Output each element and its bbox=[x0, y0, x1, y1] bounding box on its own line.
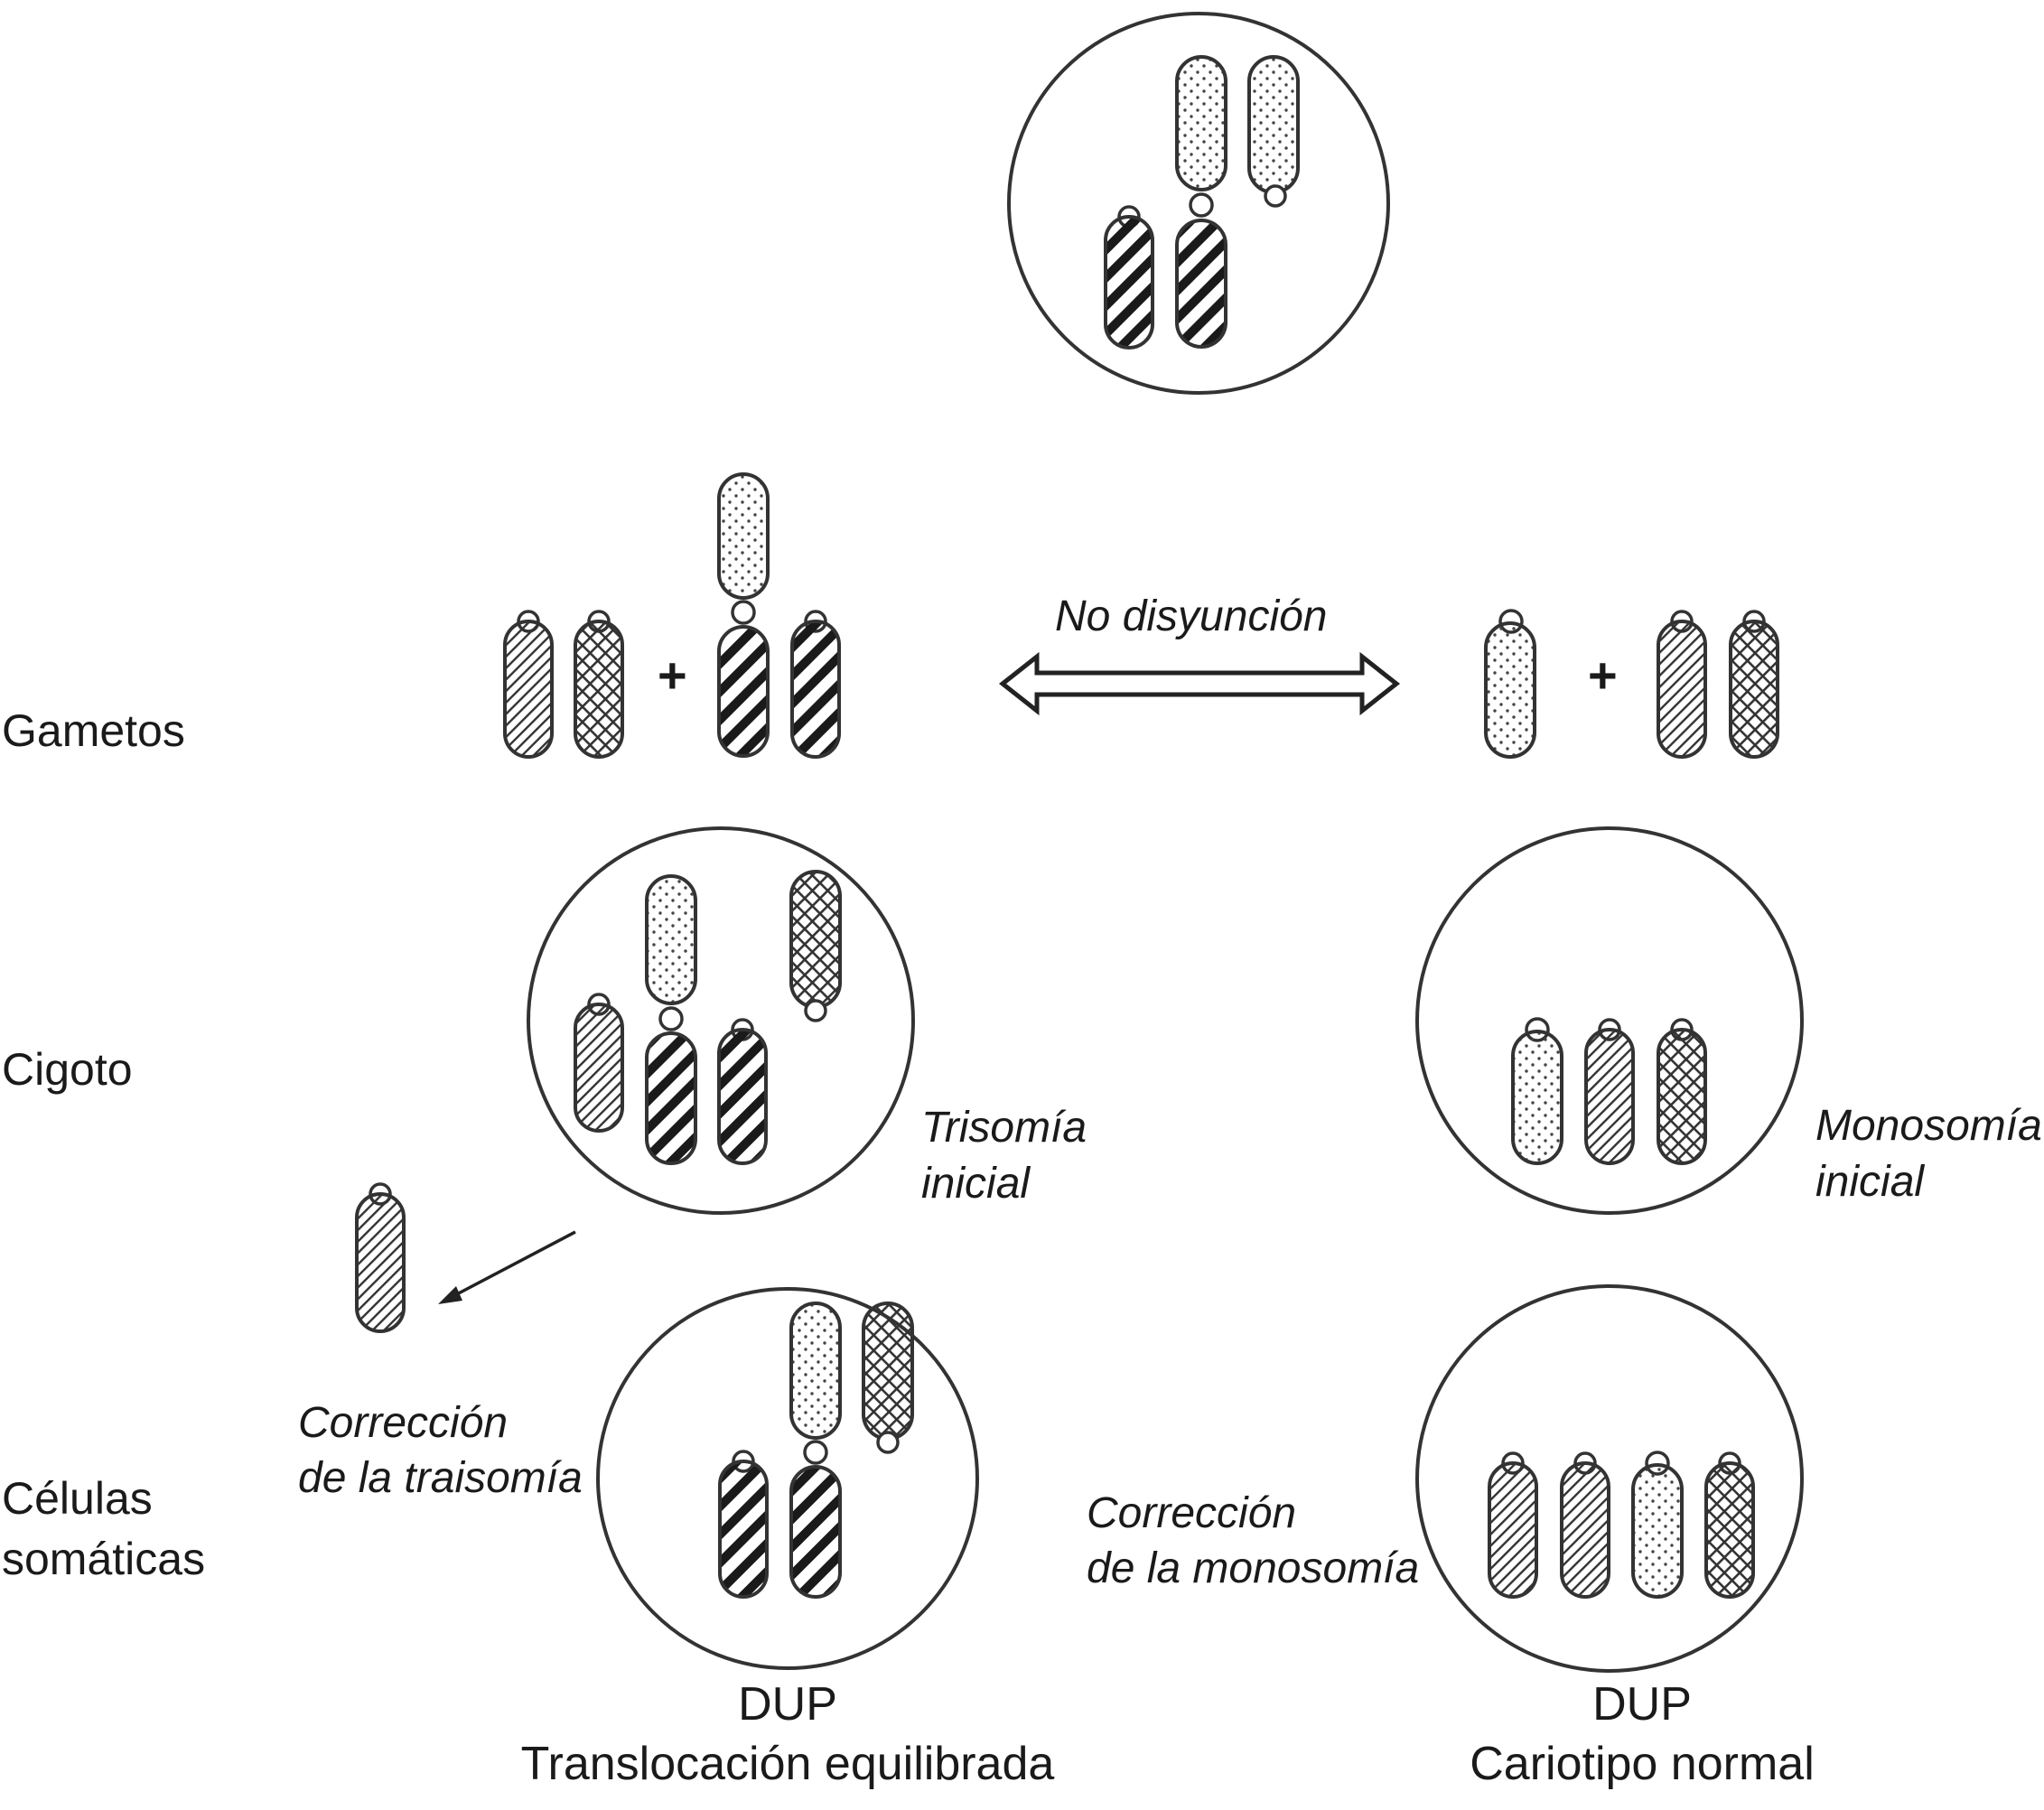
monosomy-correction-label-1: Corrección bbox=[1087, 1489, 1297, 1537]
trisomy-correction-label-2: de la traisomía bbox=[298, 1454, 583, 1502]
double-arrow bbox=[998, 651, 1401, 716]
zygote-cell-left bbox=[527, 826, 915, 1215]
trisomy-label-1: Trisomía bbox=[921, 1104, 1087, 1152]
result-left-title: DUP bbox=[738, 1678, 837, 1731]
somatic-left-chromosomes bbox=[718, 1302, 914, 1599]
translocation-chromosome bbox=[1175, 55, 1227, 349]
somatic-cell-left bbox=[596, 1287, 979, 1670]
dotted-chromosome bbox=[1247, 55, 1300, 208]
plus-sign-left: + bbox=[658, 647, 687, 704]
nondisjunction-label: No disyunción bbox=[1055, 592, 1328, 640]
zygote-right-chromosomes bbox=[1511, 1017, 1707, 1165]
striped-chromosome bbox=[1104, 205, 1154, 350]
plus-sign-right: + bbox=[1588, 647, 1618, 704]
somatic-right-chromosomes bbox=[1488, 1451, 1755, 1599]
parent-cell bbox=[1007, 12, 1390, 395]
row-label-somatic-2: somáticas bbox=[2, 1534, 206, 1584]
zygote-left-chromosomes bbox=[574, 870, 842, 1165]
gamete-right bbox=[1484, 609, 1779, 759]
gamete-left bbox=[503, 472, 841, 759]
somatic-cell-right bbox=[1415, 1284, 1804, 1673]
monosomy-correction-label-2: de la monosomía bbox=[1087, 1544, 1420, 1592]
result-right-title: DUP bbox=[1592, 1678, 1692, 1731]
monosomy-label-2: inicial bbox=[1815, 1158, 1925, 1206]
expelled-chromosome bbox=[355, 1182, 406, 1333]
row-label-zygote: Cigoto bbox=[2, 1044, 133, 1095]
expulsion-arrow bbox=[438, 1230, 576, 1304]
zygote-cell-right bbox=[1415, 826, 1804, 1215]
trisomy-correction-label-1: Corrección bbox=[298, 1399, 509, 1447]
result-right-subtitle: Cariotipo normal bbox=[1470, 1738, 1815, 1790]
trisomy-label-2: inicial bbox=[921, 1160, 1031, 1208]
parent-chromosomes bbox=[1104, 55, 1300, 350]
result-left-subtitle: Translocación equilibrada bbox=[520, 1738, 1055, 1790]
row-label-gametes: Gametos bbox=[2, 705, 185, 756]
monosomy-label-1: Monosomía bbox=[1815, 1102, 2042, 1150]
row-label-somatic-1: Células bbox=[2, 1473, 153, 1524]
